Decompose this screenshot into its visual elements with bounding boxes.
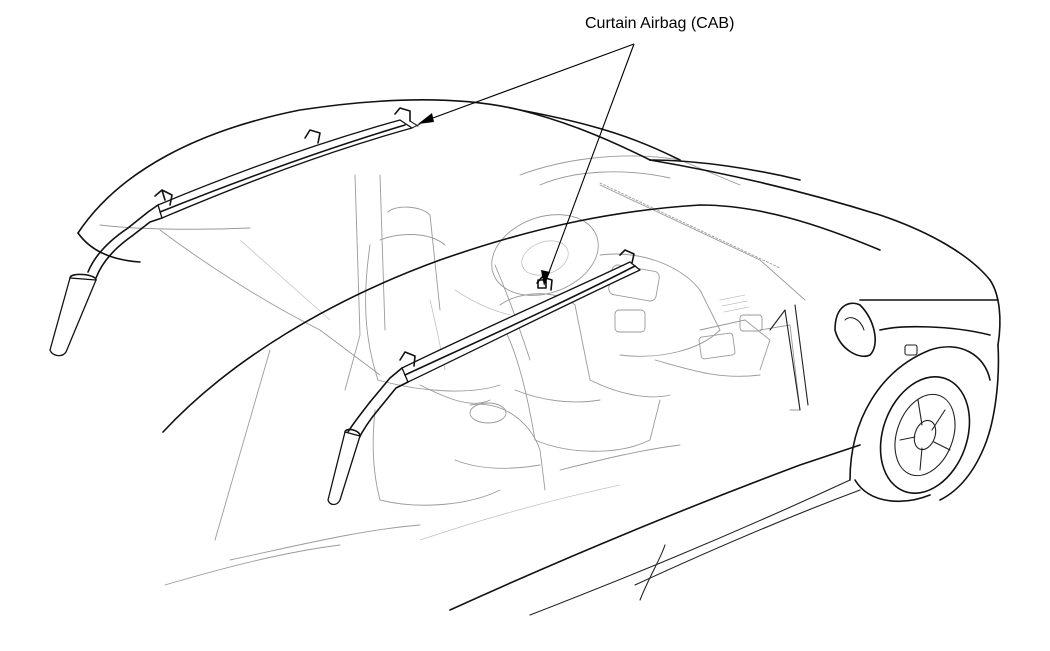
interior-outline	[99, 155, 806, 586]
curtain-airbag-near-side	[327, 249, 641, 506]
curtain-airbag-far-side	[49, 107, 421, 357]
vehicle-body-outline	[77, 99, 1001, 616]
arrowhead-far	[418, 113, 434, 124]
leader-line-near	[544, 43, 635, 284]
callout-leaders	[418, 43, 635, 286]
leader-line-far	[421, 43, 635, 123]
arrowhead-near	[541, 270, 550, 286]
callout-label-curtain-airbag: Curtain Airbag (CAB)	[585, 15, 735, 32]
